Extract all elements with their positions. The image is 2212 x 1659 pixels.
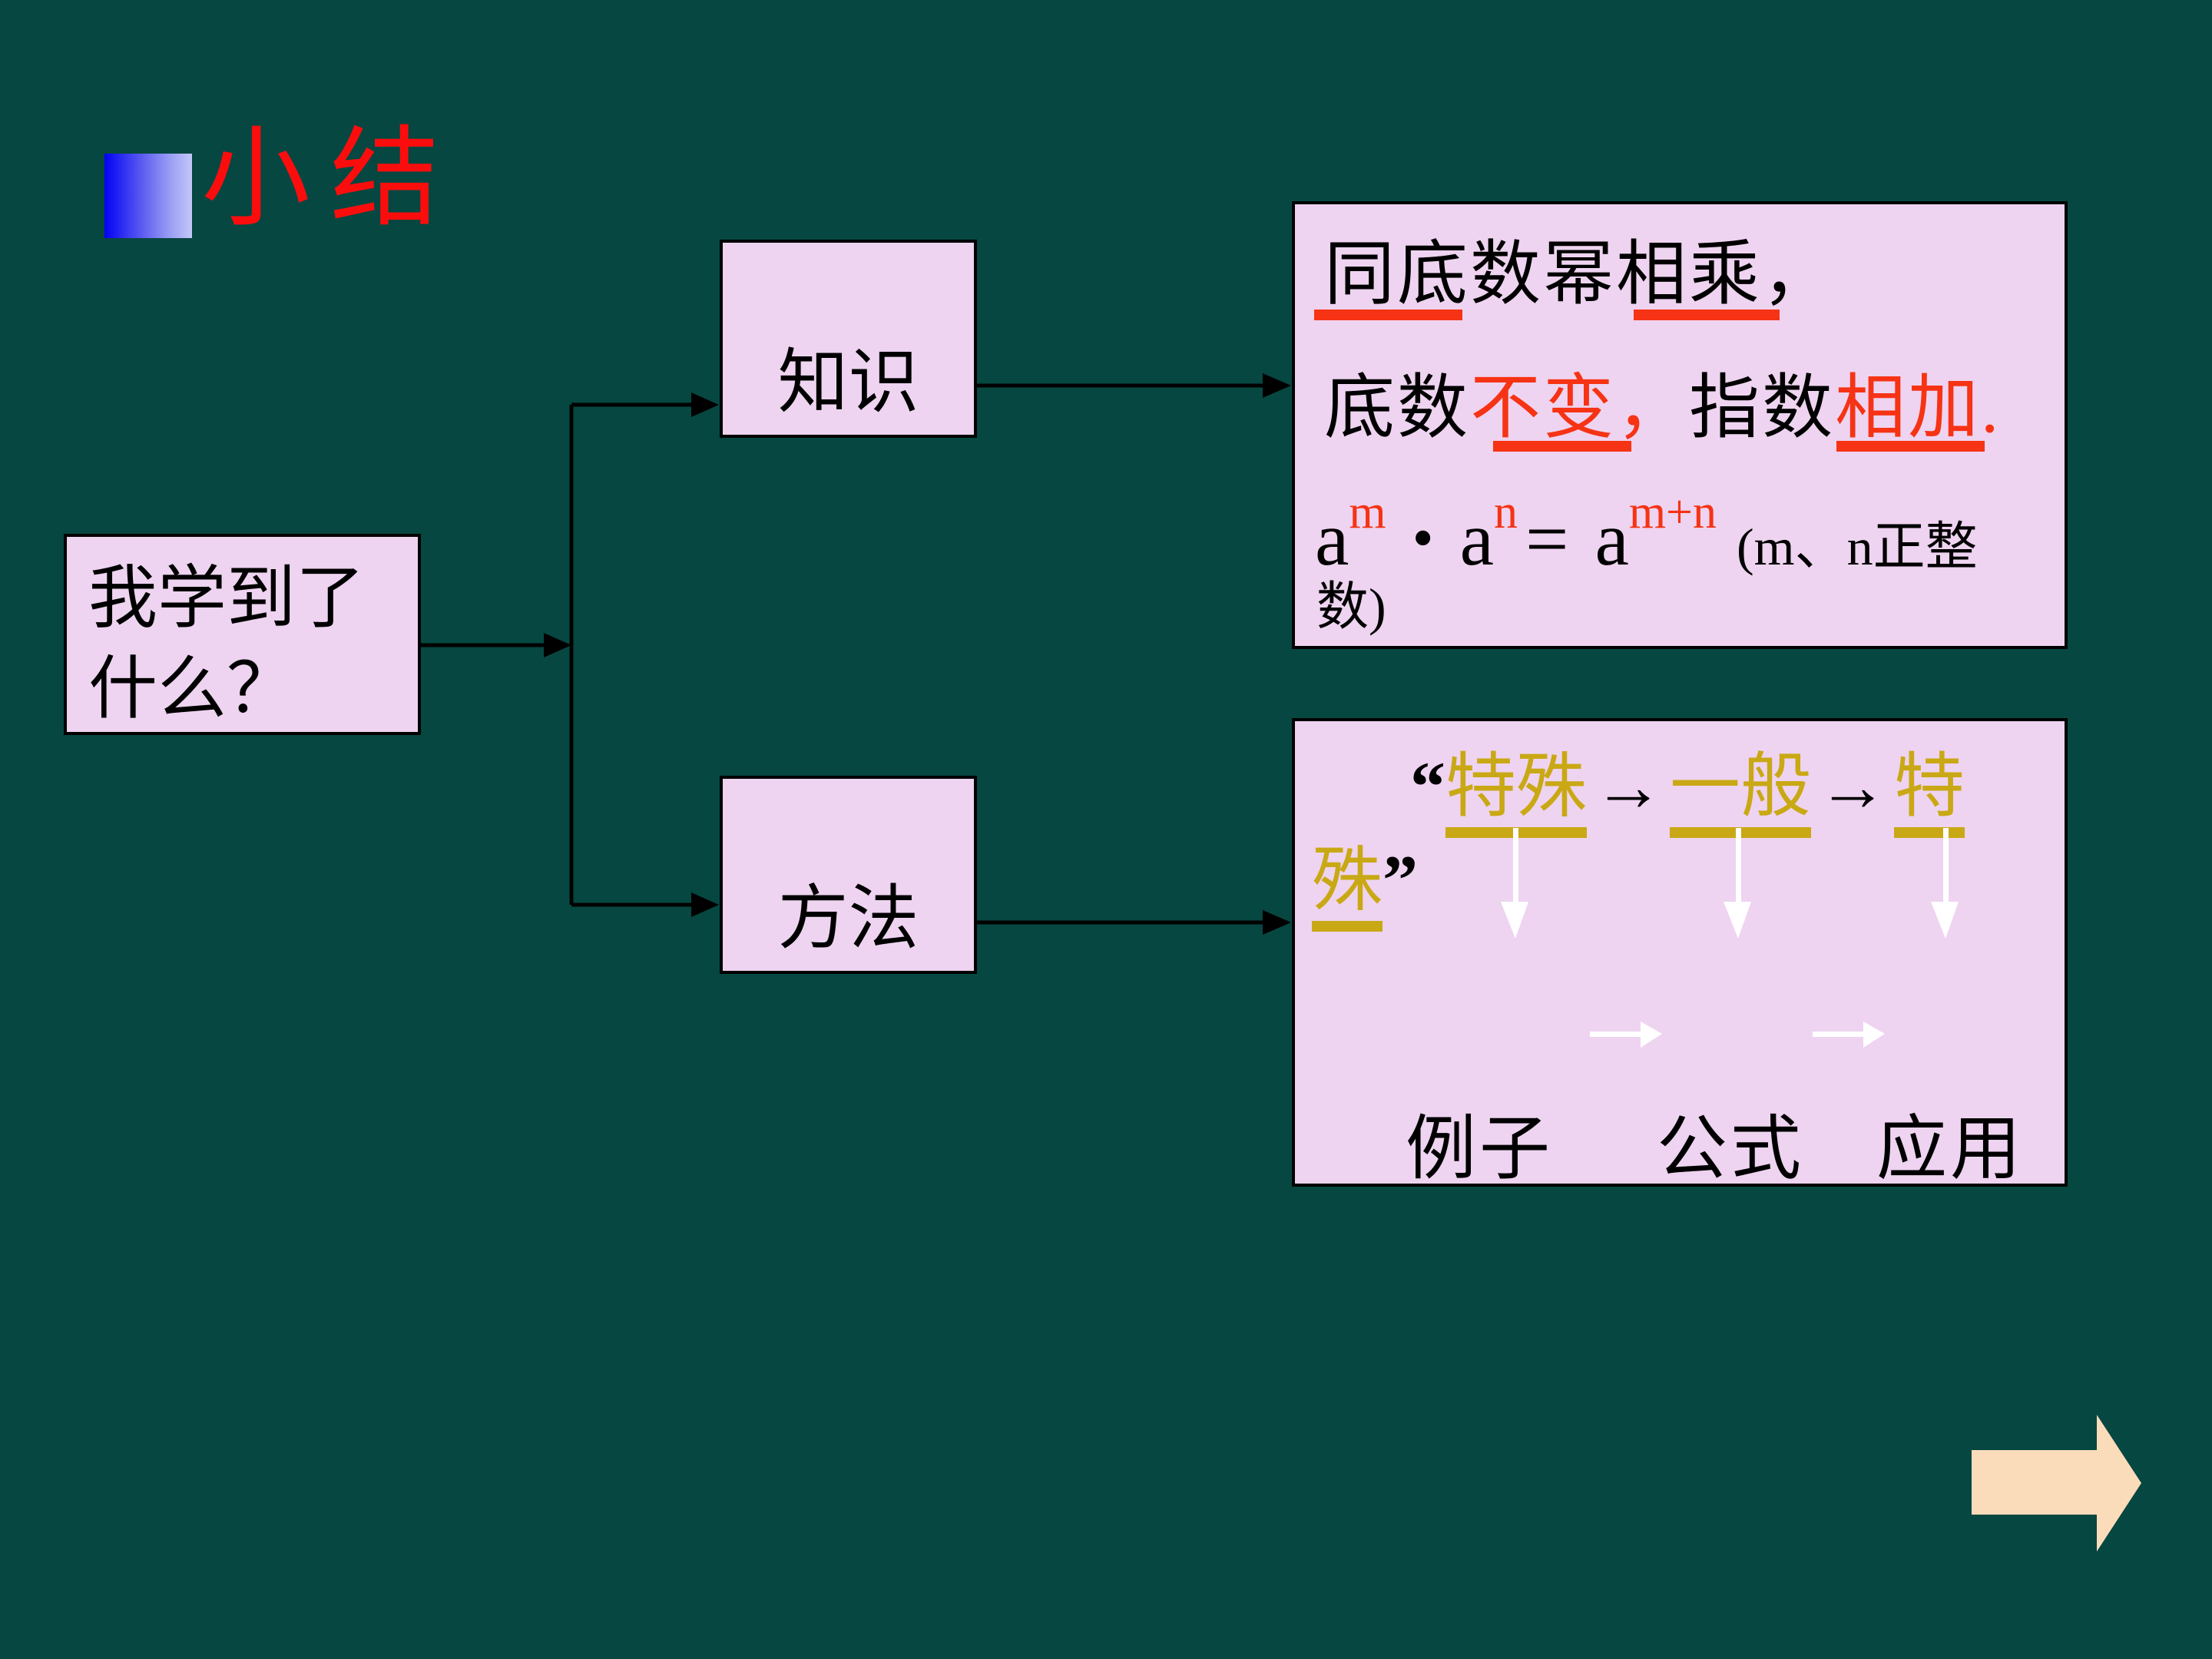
rule-seg-bubian: 不变 [1470, 369, 1617, 447]
flow-step-application: 应用 [1876, 1110, 2025, 1188]
right-arrow-glyph: → [1817, 747, 1889, 826]
flow-step-example: 例子 [1406, 1110, 1554, 1188]
formula-base-2: a [1459, 496, 1495, 581]
formula-exponent-n: n [1494, 486, 1518, 538]
formula-base-1: a [1315, 496, 1349, 581]
rule-seg-dishu: 底数 [1324, 369, 1471, 447]
chain-word-teshu: 特殊 [1445, 747, 1588, 838]
right-arrow-glyph: → [1593, 747, 1664, 826]
underline-bar-tongdi [1314, 310, 1462, 320]
chain-word-yiban: 一般 [1670, 747, 1812, 838]
rule-seg-zhishu: 指数 [1689, 369, 1836, 447]
method-chain-line1: “特殊→一般→特 [1410, 729, 1965, 838]
chain-word-shu: 殊 [1312, 841, 1383, 932]
chain-word-te: 特 [1894, 747, 1965, 838]
underline-bar-xiangjia [1836, 441, 1985, 452]
formula-condition-part1: (m、n正整 [1737, 518, 1978, 576]
next-slide-arrow[interactable] [1966, 1409, 2147, 1559]
knowledge-branch-box: 知识 [720, 240, 977, 438]
root-question-line1: 我学到了 [88, 561, 365, 637]
title-bullet-square [104, 154, 192, 238]
rule-seg-xiangjia: 相加. [1835, 369, 2002, 447]
method-chain-line2: 殊” [1312, 823, 1419, 932]
root-question-line2: 什么？ [88, 651, 296, 727]
root-question-box: 我学到了 什么？ [64, 534, 421, 735]
rule-text-line2: 底数不变，指数相加. [1324, 350, 2001, 452]
power-formula: am•an=am+n(m、n正整 [1315, 485, 1978, 583]
open-quote: “ [1410, 747, 1445, 826]
flow-step-formula: 公式 [1657, 1110, 1805, 1188]
knowledge-detail-box: 同底数幂相乘， 底数不变，指数相加. am•an=am+n(m、n正整 数) [1292, 201, 2068, 649]
rule-seg-comma: ， [1616, 369, 1690, 447]
underline-bar-bubian [1493, 441, 1631, 452]
formula-equals-sign: = [1525, 496, 1569, 581]
formula-exponent-m: m [1349, 486, 1386, 538]
method-branch-label: 方法 [777, 879, 919, 958]
underline-bar-xiangcheng [1634, 310, 1780, 320]
formula-exponent-m-plus-n: m+n [1628, 486, 1717, 538]
method-branch-box: 方法 [720, 776, 977, 974]
flow-arrows-white [1501, 828, 1959, 1048]
page-title: 小结 [201, 118, 459, 240]
formula-multiply-dot: • [1412, 505, 1434, 572]
rule-text-line1: 同底数幂相乘， [1324, 235, 1836, 313]
formula-base-3: a [1594, 496, 1629, 581]
knowledge-branch-label: 知识 [777, 343, 919, 422]
close-quote: ” [1382, 841, 1419, 919]
method-detail-box: “特殊→一般→特 殊” 例子 公式 应用 [1292, 718, 2068, 1188]
formula-condition-part2: 数) [1316, 578, 1386, 636]
